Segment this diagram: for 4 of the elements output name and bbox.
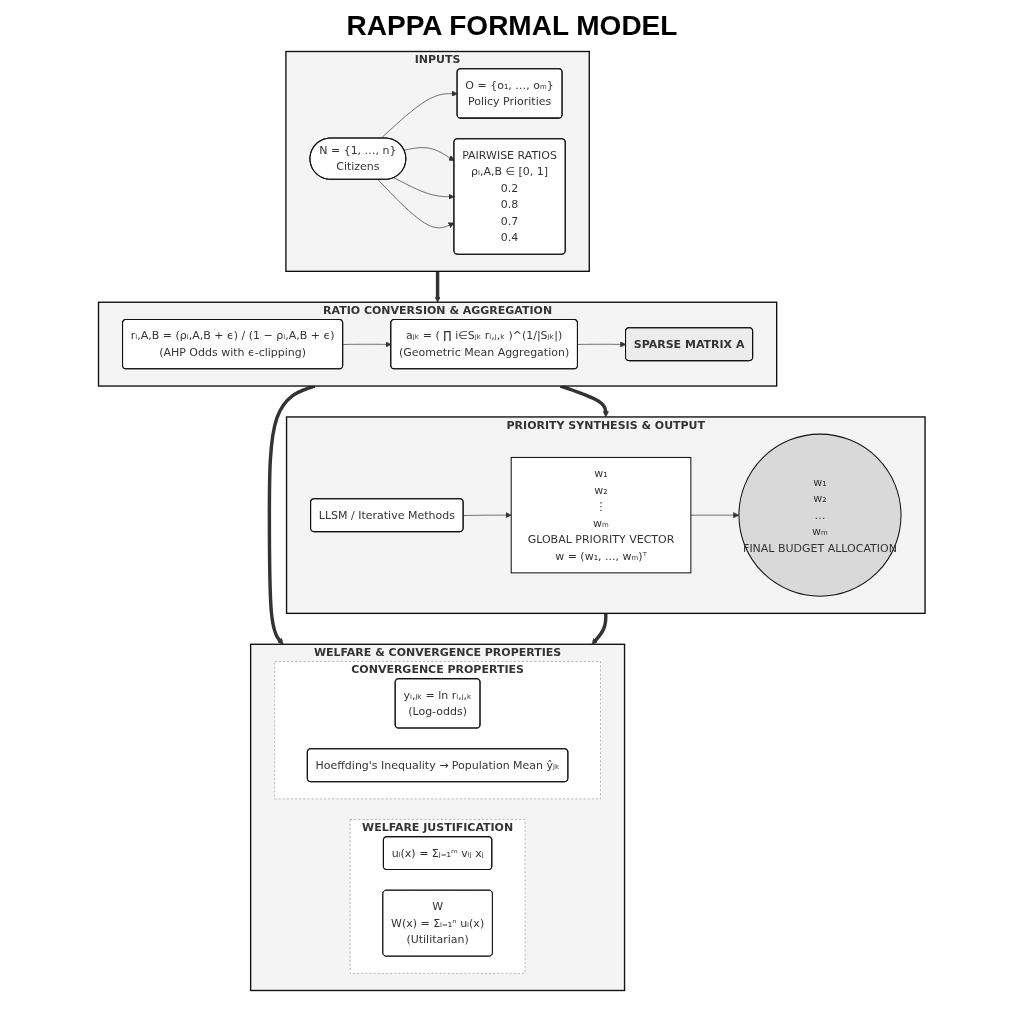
arrow	[591, 613, 608, 645]
diagram-title: RAPPA FORMAL MODEL	[345, 10, 679, 42]
node-box: w₁ w₂ ⋮ wₘ GLOBAL PRIORITY VECTOR w = (w₁, ..., wₘ)ᵀ	[510, 456, 692, 574]
arrow	[434, 271, 441, 303]
